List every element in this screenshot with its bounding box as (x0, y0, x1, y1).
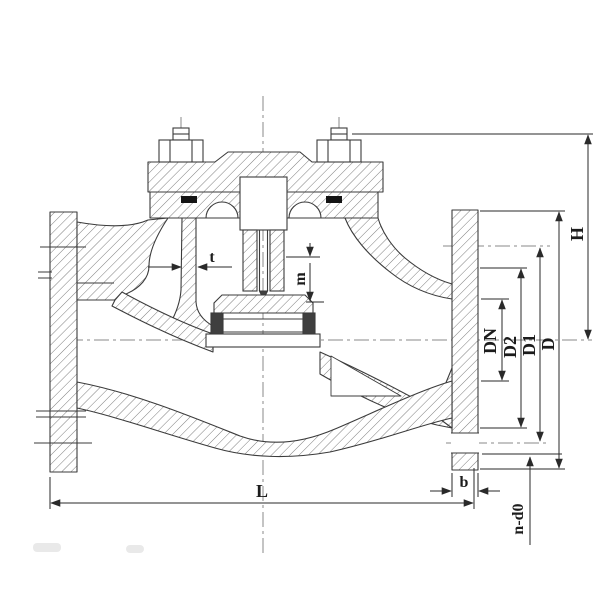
bonnet-bolting (158, 127, 362, 163)
right-hex-nut (316, 139, 362, 163)
valve-body-sections (49, 151, 479, 473)
stem-guide-housing (239, 176, 288, 231)
seat-flange (205, 333, 321, 348)
dimension-labels: H D D1 D2 DN n-d0 L b t m (209, 227, 587, 535)
label-DN: DN (480, 328, 500, 354)
lower-body-wall (76, 380, 453, 458)
label-m: m (292, 272, 309, 286)
guide-tube-wall-right (269, 229, 285, 292)
watermark-smudge (126, 545, 144, 553)
seat-ring-right (302, 312, 316, 335)
left-hex-nut (158, 139, 204, 163)
watermark-smudge (33, 543, 61, 552)
label-H: H (567, 227, 587, 241)
stem-guide-arch-right (288, 201, 322, 219)
label-b: b (460, 474, 469, 491)
label-L: L (256, 481, 268, 501)
stem-guide-arch-left (205, 201, 239, 219)
label-D2: D2 (500, 336, 520, 358)
right-stud-nut (316, 127, 362, 163)
right-flange (451, 209, 479, 471)
valve-disc (213, 294, 314, 314)
neck-wall-left (76, 217, 169, 301)
left-flange-marks (34, 246, 92, 444)
left-flange (49, 211, 78, 473)
gasket-left (181, 196, 197, 203)
label-D1: D1 (519, 334, 539, 356)
label-n-d0: n-d0 (510, 503, 527, 534)
label-t: t (209, 249, 215, 266)
seat-ring-left (210, 312, 224, 335)
neck-wall-right (344, 217, 453, 300)
gasket-right (326, 196, 342, 203)
web-window-right (330, 355, 402, 397)
gasket-seals (181, 196, 342, 203)
trim-assembly (205, 176, 321, 348)
dimension-lines (49, 133, 593, 545)
left-stud-nut (158, 127, 204, 163)
right-flange-bolt-hole (451, 433, 479, 453)
label-D: D (538, 338, 558, 351)
guide-tube-wall-left (242, 229, 258, 292)
